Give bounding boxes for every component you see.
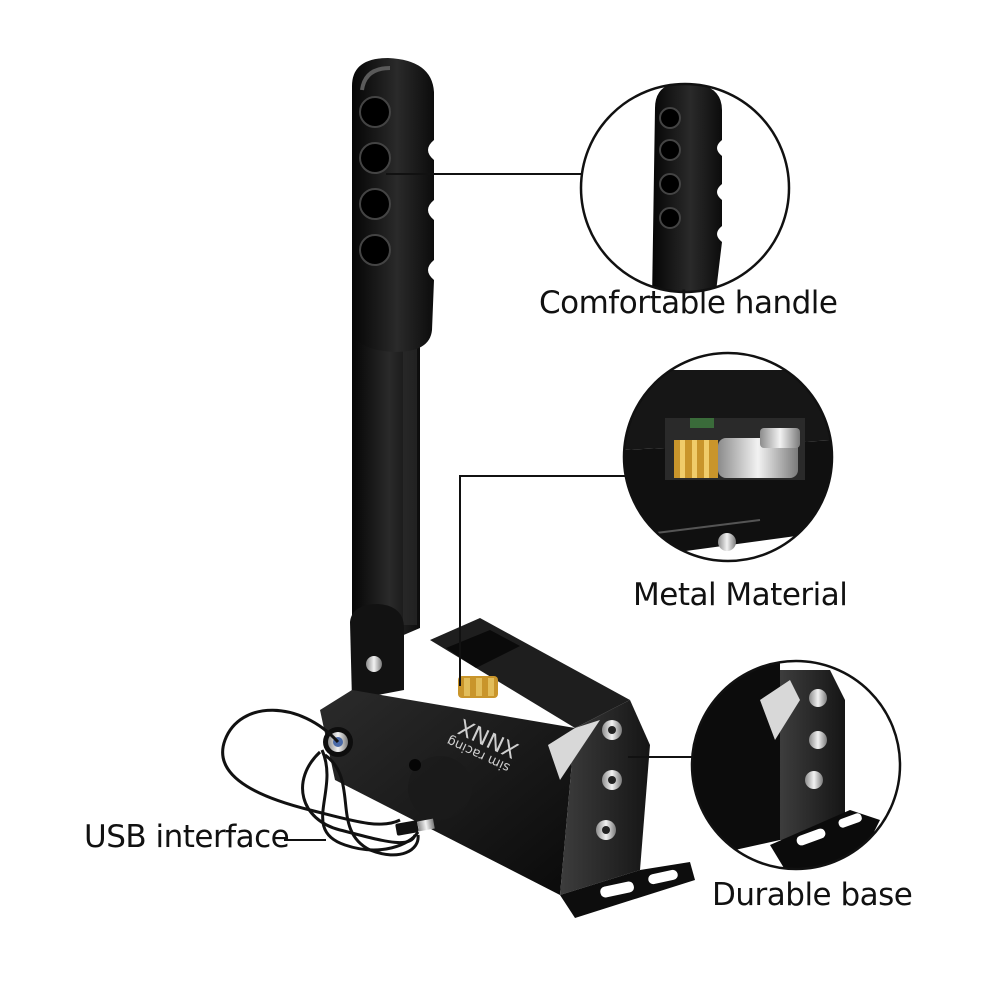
label-usb-interface: USB interface <box>84 819 290 855</box>
callout-lines <box>284 173 692 841</box>
sensor-box: XNNX sim racing <box>320 618 650 895</box>
label-metal-material: Metal Material <box>633 577 848 613</box>
detail-circle-handle <box>579 82 791 294</box>
usb-cable-icon <box>221 708 435 857</box>
detail-circle-metal <box>622 351 834 563</box>
label-comfortable-handle: Comfortable handle <box>539 285 838 321</box>
detail-circle-base <box>690 659 902 871</box>
label-durable-base: Durable base <box>712 877 913 913</box>
mounting-bracket-icon <box>560 862 695 918</box>
callout-line-metal <box>459 475 625 686</box>
handbrake-lever-icon <box>350 58 434 700</box>
